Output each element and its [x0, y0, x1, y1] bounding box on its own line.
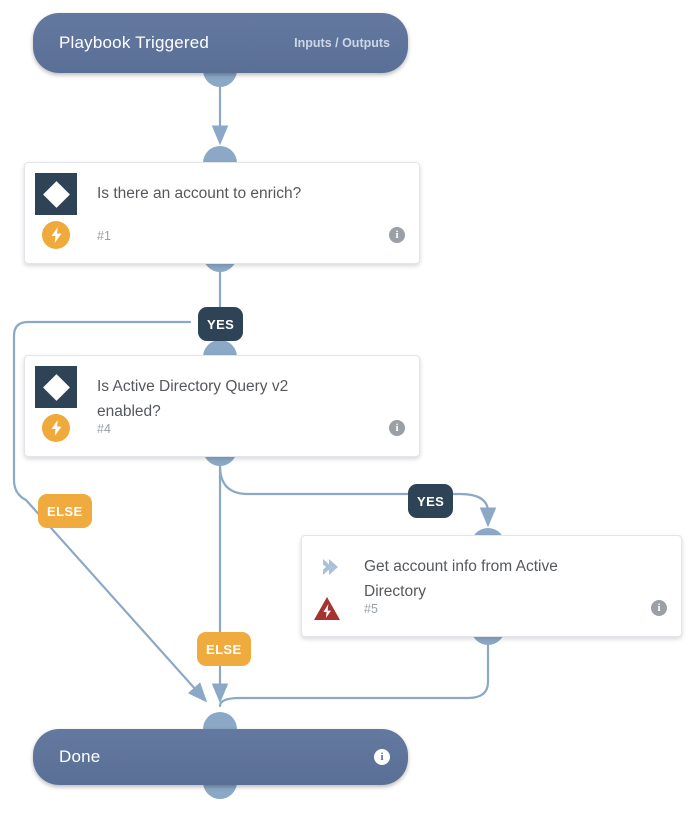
info-icon[interactable]: i: [389, 227, 405, 243]
branch-badge-label: YES: [417, 493, 445, 509]
node-title: Is there an account to enrich?: [97, 185, 302, 202]
branch-badge-yes-4[interactable]: YES: [408, 484, 454, 518]
info-icon[interactable]: i: [389, 420, 405, 436]
node-title: Done: [59, 747, 101, 766]
node-number: #5: [364, 602, 378, 616]
branch-badge-label: YES: [207, 316, 235, 332]
node-title: Get account info from Active Directory: [364, 558, 558, 600]
edge-5-to-done: [218, 643, 490, 708]
node-title: Is Active Directory Query v2 enabled?: [97, 378, 289, 420]
branch-badge-label: ELSE: [47, 503, 83, 519]
node-title: Playbook Triggered: [59, 33, 210, 52]
socket-in-1[interactable]: [203, 146, 237, 163]
diamond-icon: [35, 173, 77, 215]
node-number: #1: [97, 229, 111, 243]
branch-badge-label: ELSE: [206, 641, 242, 657]
branch-badge-yes-1[interactable]: YES: [198, 307, 244, 341]
node-condition-4[interactable]: Is Active Directory Query v2 enabled? #4…: [24, 355, 420, 457]
node-done[interactable]: Done i: [33, 729, 408, 785]
done-info-wrap[interactable]: i: [374, 749, 390, 765]
node-action-5[interactable]: Get account info from Active Directory #…: [301, 535, 682, 637]
info-icon[interactable]: i: [651, 600, 667, 616]
node-number: #4: [97, 422, 111, 436]
diamond-icon: [35, 366, 77, 408]
branch-badge-else-4[interactable]: ELSE: [197, 632, 251, 666]
socket-in-done[interactable]: [203, 712, 237, 729]
socket-in-4[interactable]: [203, 340, 237, 357]
bolt-enabled-icon[interactable]: [42, 221, 70, 249]
inputs-outputs-label: Inputs / Outputs: [294, 36, 390, 50]
bolt-warning-icon[interactable]: [312, 594, 342, 622]
node-io-label-wrap[interactable]: Inputs / Outputs: [294, 36, 390, 50]
bolt-enabled-icon[interactable]: [42, 414, 70, 442]
double-chevron-icon: [318, 554, 344, 580]
branch-badge-else-1[interactable]: ELSE: [38, 494, 92, 528]
node-playbook-triggered[interactable]: Playbook Triggered Inputs / Outputs: [33, 13, 408, 73]
socket-out-done[interactable]: [203, 782, 237, 799]
socket-out-start[interactable]: [203, 70, 237, 87]
node-condition-1[interactable]: Is there an account to enrich? #1 i: [24, 162, 420, 264]
info-icon[interactable]: i: [374, 749, 390, 765]
